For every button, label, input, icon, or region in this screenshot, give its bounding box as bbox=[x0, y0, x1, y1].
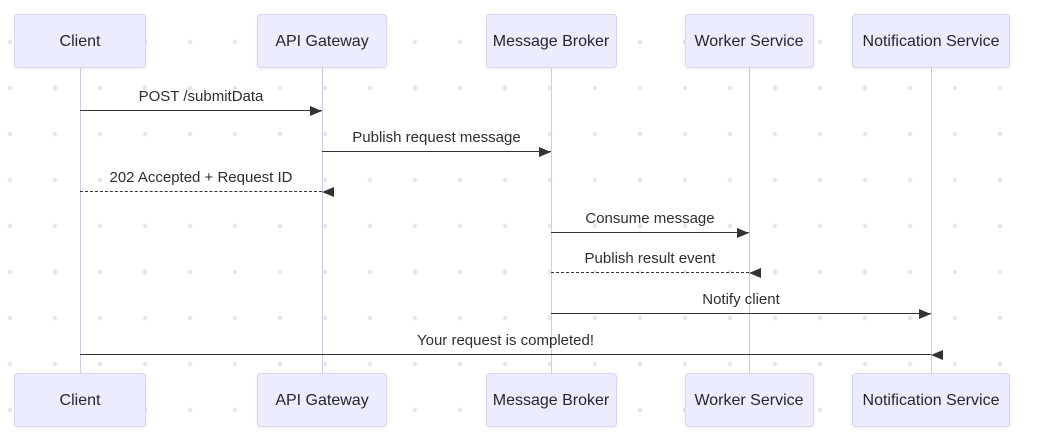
message-arrow-line bbox=[80, 110, 322, 111]
actor-box-client-top: Client bbox=[14, 14, 146, 68]
message-label: Notify client bbox=[702, 291, 780, 308]
message-arrow-line bbox=[551, 313, 931, 314]
arrowhead-icon bbox=[749, 267, 761, 278]
actor-box-notification_service-top: Notification Service bbox=[852, 14, 1010, 68]
message-arrow-line bbox=[322, 151, 551, 152]
arrowhead-icon bbox=[310, 105, 322, 116]
actor-box-client-bottom: Client bbox=[14, 373, 146, 427]
lifeline-api_gateway bbox=[321, 67, 323, 374]
actor-box-worker_service-top: Worker Service bbox=[684, 14, 814, 68]
message-label: Consume message bbox=[585, 210, 715, 227]
message-arrow-line bbox=[551, 272, 749, 273]
actor-box-worker_service-bottom: Worker Service bbox=[684, 373, 814, 427]
actor-box-message_broker-bottom: Message Broker bbox=[485, 373, 617, 427]
lifeline-worker_service bbox=[748, 67, 750, 374]
lifeline-notification_service bbox=[930, 67, 932, 374]
actor-box-message_broker-top: Message Broker bbox=[485, 14, 617, 68]
message-arrow-line bbox=[551, 232, 749, 233]
message-label: Publish request message bbox=[352, 129, 521, 146]
lifeline-message_broker bbox=[550, 67, 552, 374]
arrowhead-icon bbox=[539, 146, 551, 157]
arrowhead-icon bbox=[322, 186, 334, 197]
lifeline-client bbox=[79, 67, 81, 374]
message-arrow-line bbox=[80, 354, 931, 355]
message-label: Publish result event bbox=[584, 250, 716, 267]
actor-box-api_gateway-bottom: API Gateway bbox=[257, 373, 387, 427]
arrowhead-icon bbox=[931, 349, 943, 360]
arrowhead-icon bbox=[919, 308, 931, 319]
message-arrow-line bbox=[80, 191, 322, 192]
message-label: Your request is completed! bbox=[416, 332, 595, 349]
arrowhead-icon bbox=[737, 227, 749, 238]
actor-box-notification_service-bottom: Notification Service bbox=[852, 373, 1010, 427]
message-label: 202 Accepted + Request ID bbox=[109, 169, 293, 186]
actor-box-api_gateway-top: API Gateway bbox=[257, 14, 387, 68]
message-label: POST /submitData bbox=[138, 88, 264, 105]
